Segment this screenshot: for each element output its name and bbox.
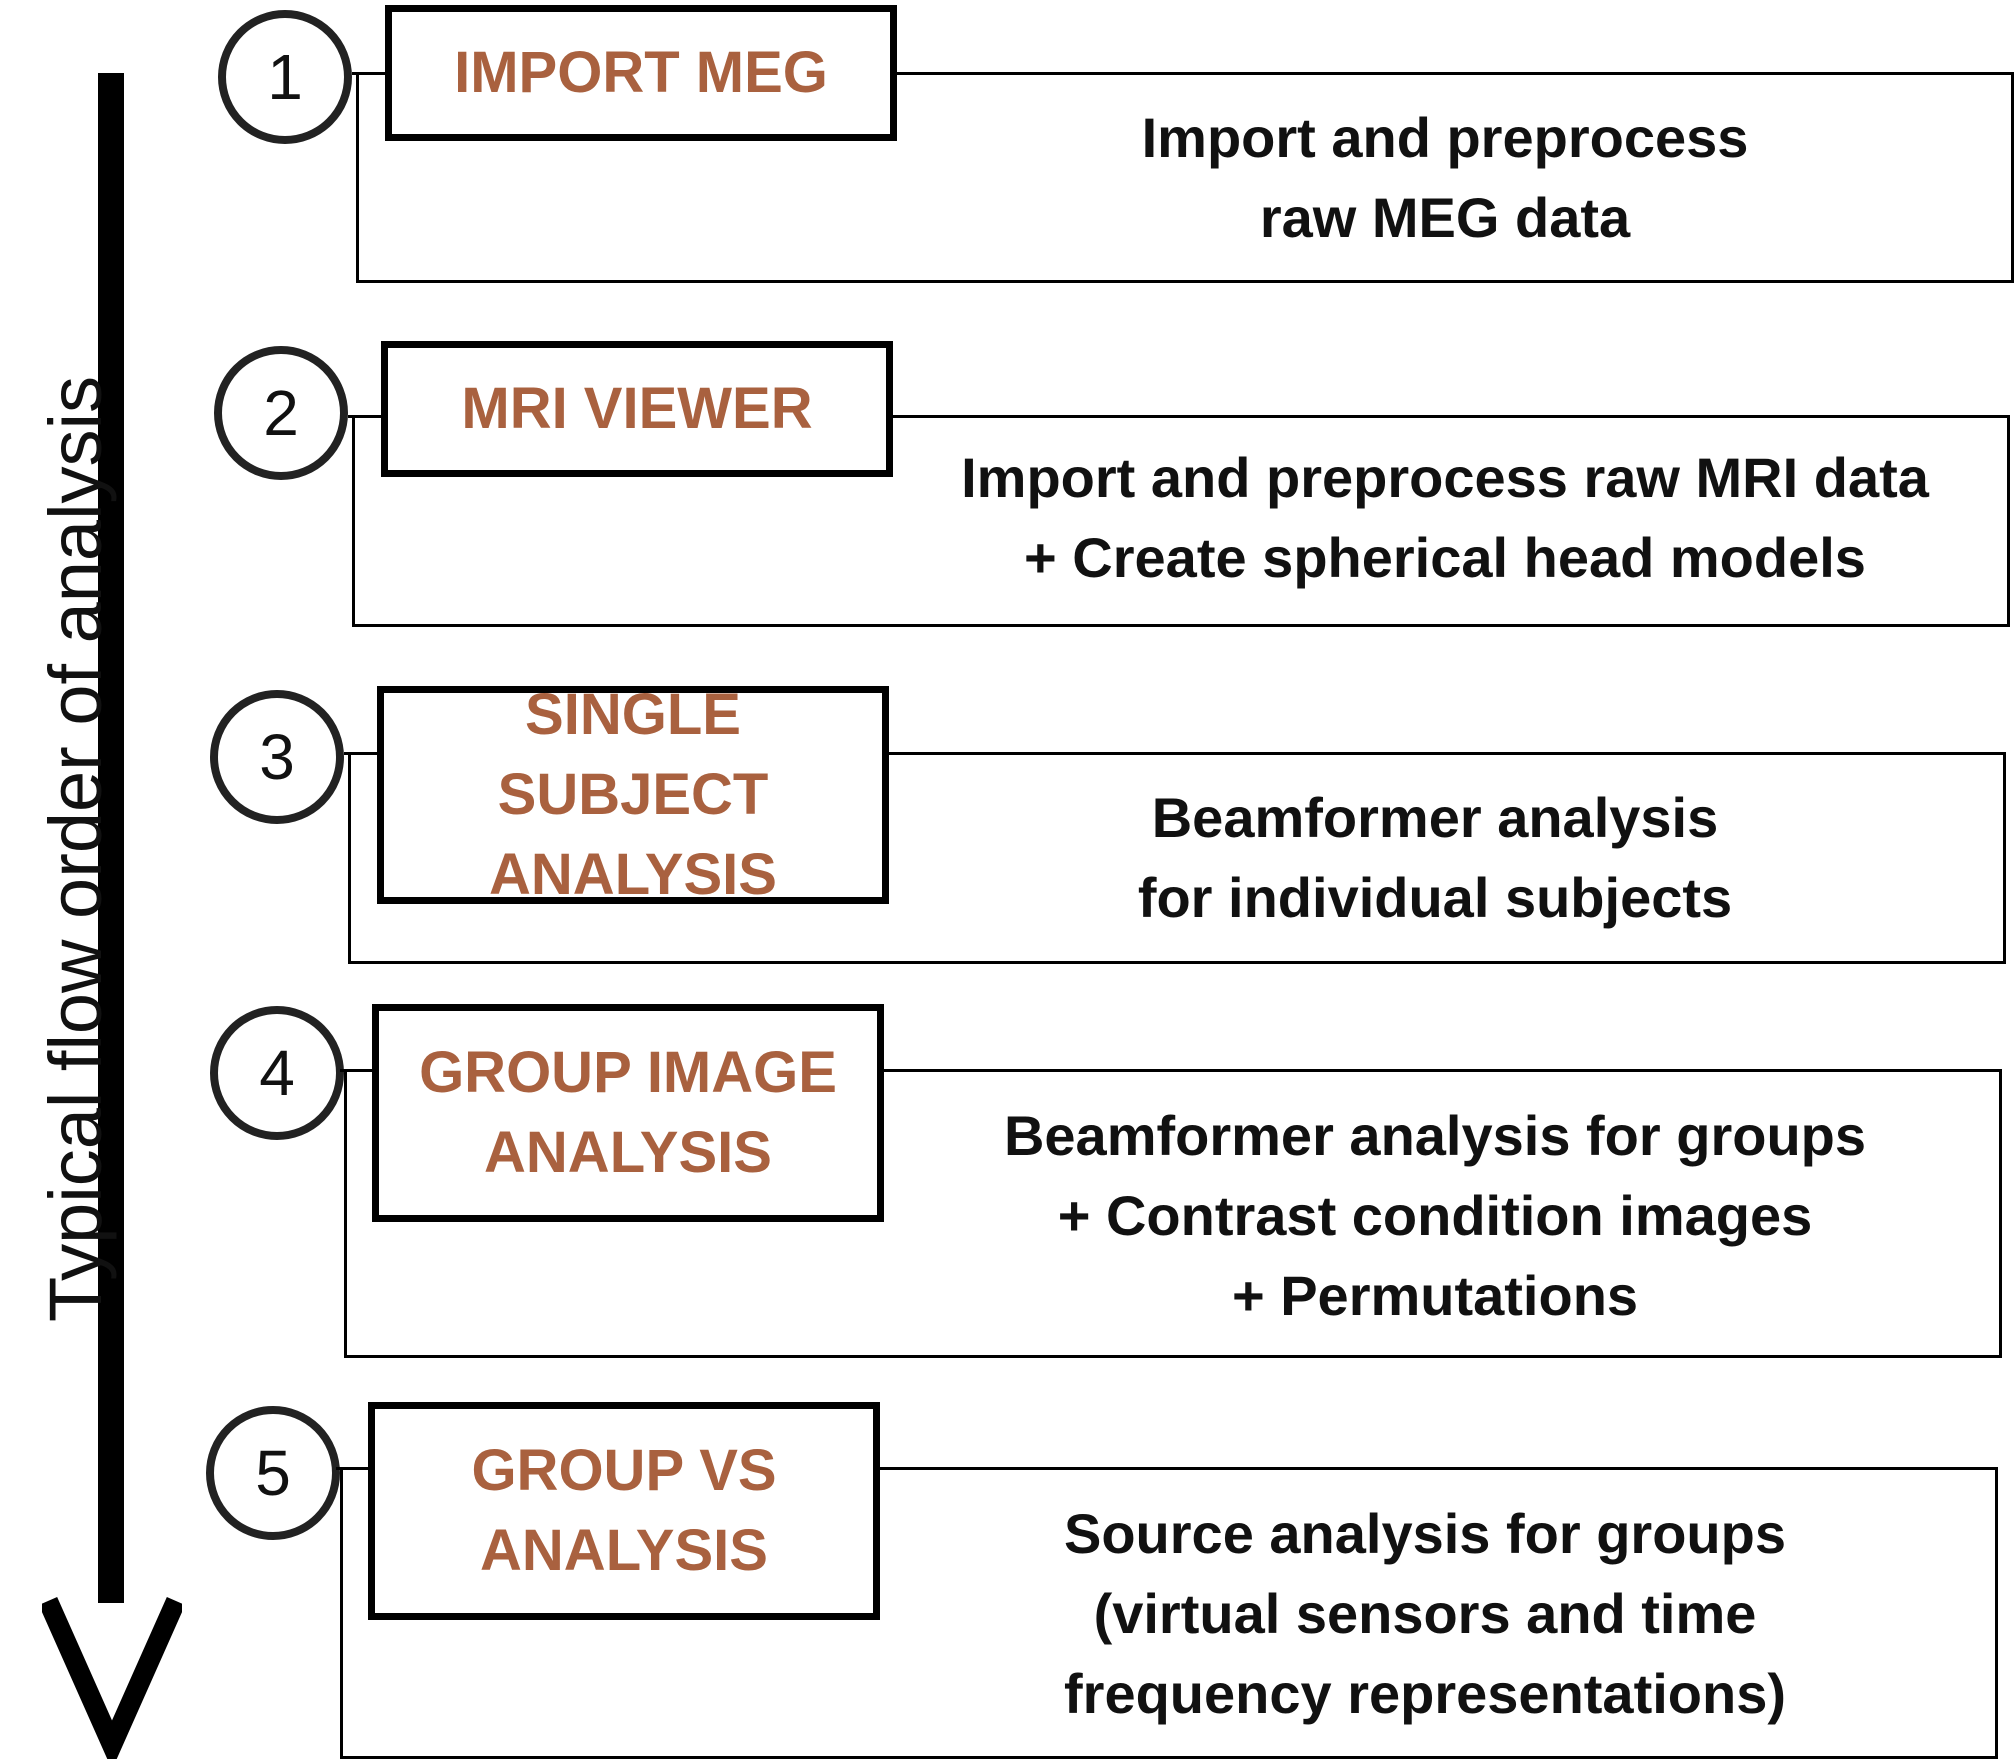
step-description: Import and preprocess raw MRI data + Cre… (961, 446, 1929, 589)
description-box (356, 72, 2014, 283)
module-title: MRI VIEWER (461, 376, 813, 441)
step-description: Beamformer analysis for individual subje… (1137, 786, 1733, 929)
step-number-badge: 2 (214, 346, 348, 480)
module-box-group-vs-analysis: GROUP VS ANALYSIS (368, 1402, 880, 1620)
module-title: GROUP VS ANALYSIS (471, 1438, 777, 1583)
module-box-single-subject-analysis: SINGLE SUBJECT ANALYSIS (377, 682, 889, 907)
module-title: SINGLE SUBJECT ANALYSIS (489, 682, 777, 907)
step-description: Import and preprocess raw MEG data (1141, 106, 1749, 249)
step-number-badge: 4 (210, 1006, 344, 1140)
step-number-badge: 3 (210, 690, 344, 824)
module-title: IMPORT MEG (454, 40, 828, 105)
flow-arrow-shaft (98, 73, 124, 1603)
step-number-badge: 1 (218, 10, 352, 144)
step-description: Source analysis for groups (virtual sens… (1064, 1502, 1786, 1725)
module-title: GROUP IMAGE ANALYSIS (419, 1040, 837, 1185)
module-box-mri-viewer: MRI VIEWER (381, 341, 893, 477)
module-box-group-image-analysis: GROUP IMAGE ANALYSIS (372, 1004, 884, 1222)
down-arrow-icon (42, 1596, 182, 1759)
module-box-import-meg: IMPORT MEG (385, 5, 897, 141)
step-description: Beamformer analysis for groups + Contras… (1003, 1104, 1867, 1327)
step-number-badge: 5 (206, 1406, 340, 1540)
flow-order-label: Typical flow order of analysis (34, 376, 117, 1322)
